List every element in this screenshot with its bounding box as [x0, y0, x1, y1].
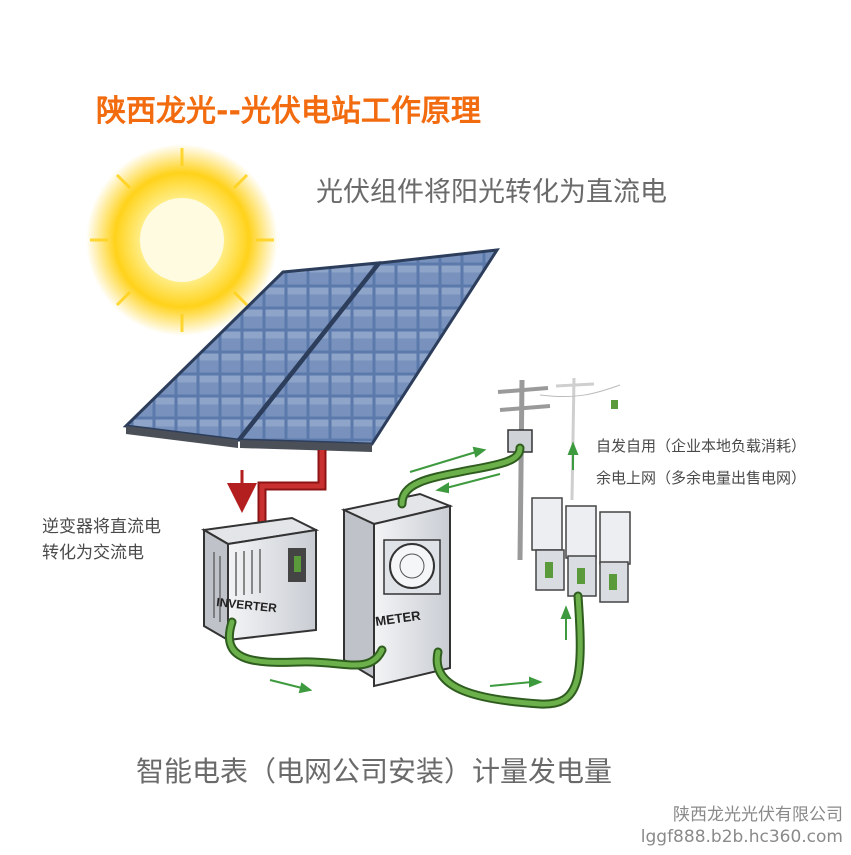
grid-flag-icon — [611, 400, 618, 409]
watermark-company: 陕西龙光光伏有限公司 — [673, 805, 843, 825]
self-use-caption: 自发自用（企业本地负载消耗） — [596, 437, 807, 455]
inverter-box — [200, 516, 320, 642]
meter-box — [340, 492, 454, 688]
inverter-caption: 逆变器将直流电 转化为交流电 — [42, 514, 161, 566]
inverter-caption-line1: 逆变器将直流电 — [42, 517, 161, 537]
meter-caption: 智能电表（电网公司安装）计量发电量 — [136, 755, 613, 788]
meter-label: METER — [374, 608, 422, 629]
dc-cable — [257, 450, 327, 540]
sun-icon — [86, 144, 278, 336]
solar-panel-array — [122, 248, 500, 452]
ac-cables — [224, 443, 585, 709]
watermark: 陕西龙光光伏有限公司 lggf888.b2b.hc360.com — [641, 804, 843, 848]
watermark-url: lggf888.b2b.hc360.com — [640, 827, 843, 847]
inverter-label: INVERTER — [216, 595, 278, 615]
grid-caption: 自发自用（企业本地负载消耗） 余电上网（多余电量出售电网） — [596, 430, 806, 494]
power-outlets — [531, 497, 631, 603]
utility-pole — [497, 377, 621, 561]
page-title: 陕西龙光--光伏电站工作原理 — [96, 94, 481, 129]
grid-feed-caption: 余电上网（多余电量出售电网） — [596, 469, 807, 487]
panels-caption: 光伏组件将阳光转化为直流电 — [316, 177, 667, 208]
inverter-caption-line2: 转化为交流电 — [42, 543, 144, 563]
flow-arrows — [269, 441, 579, 694]
